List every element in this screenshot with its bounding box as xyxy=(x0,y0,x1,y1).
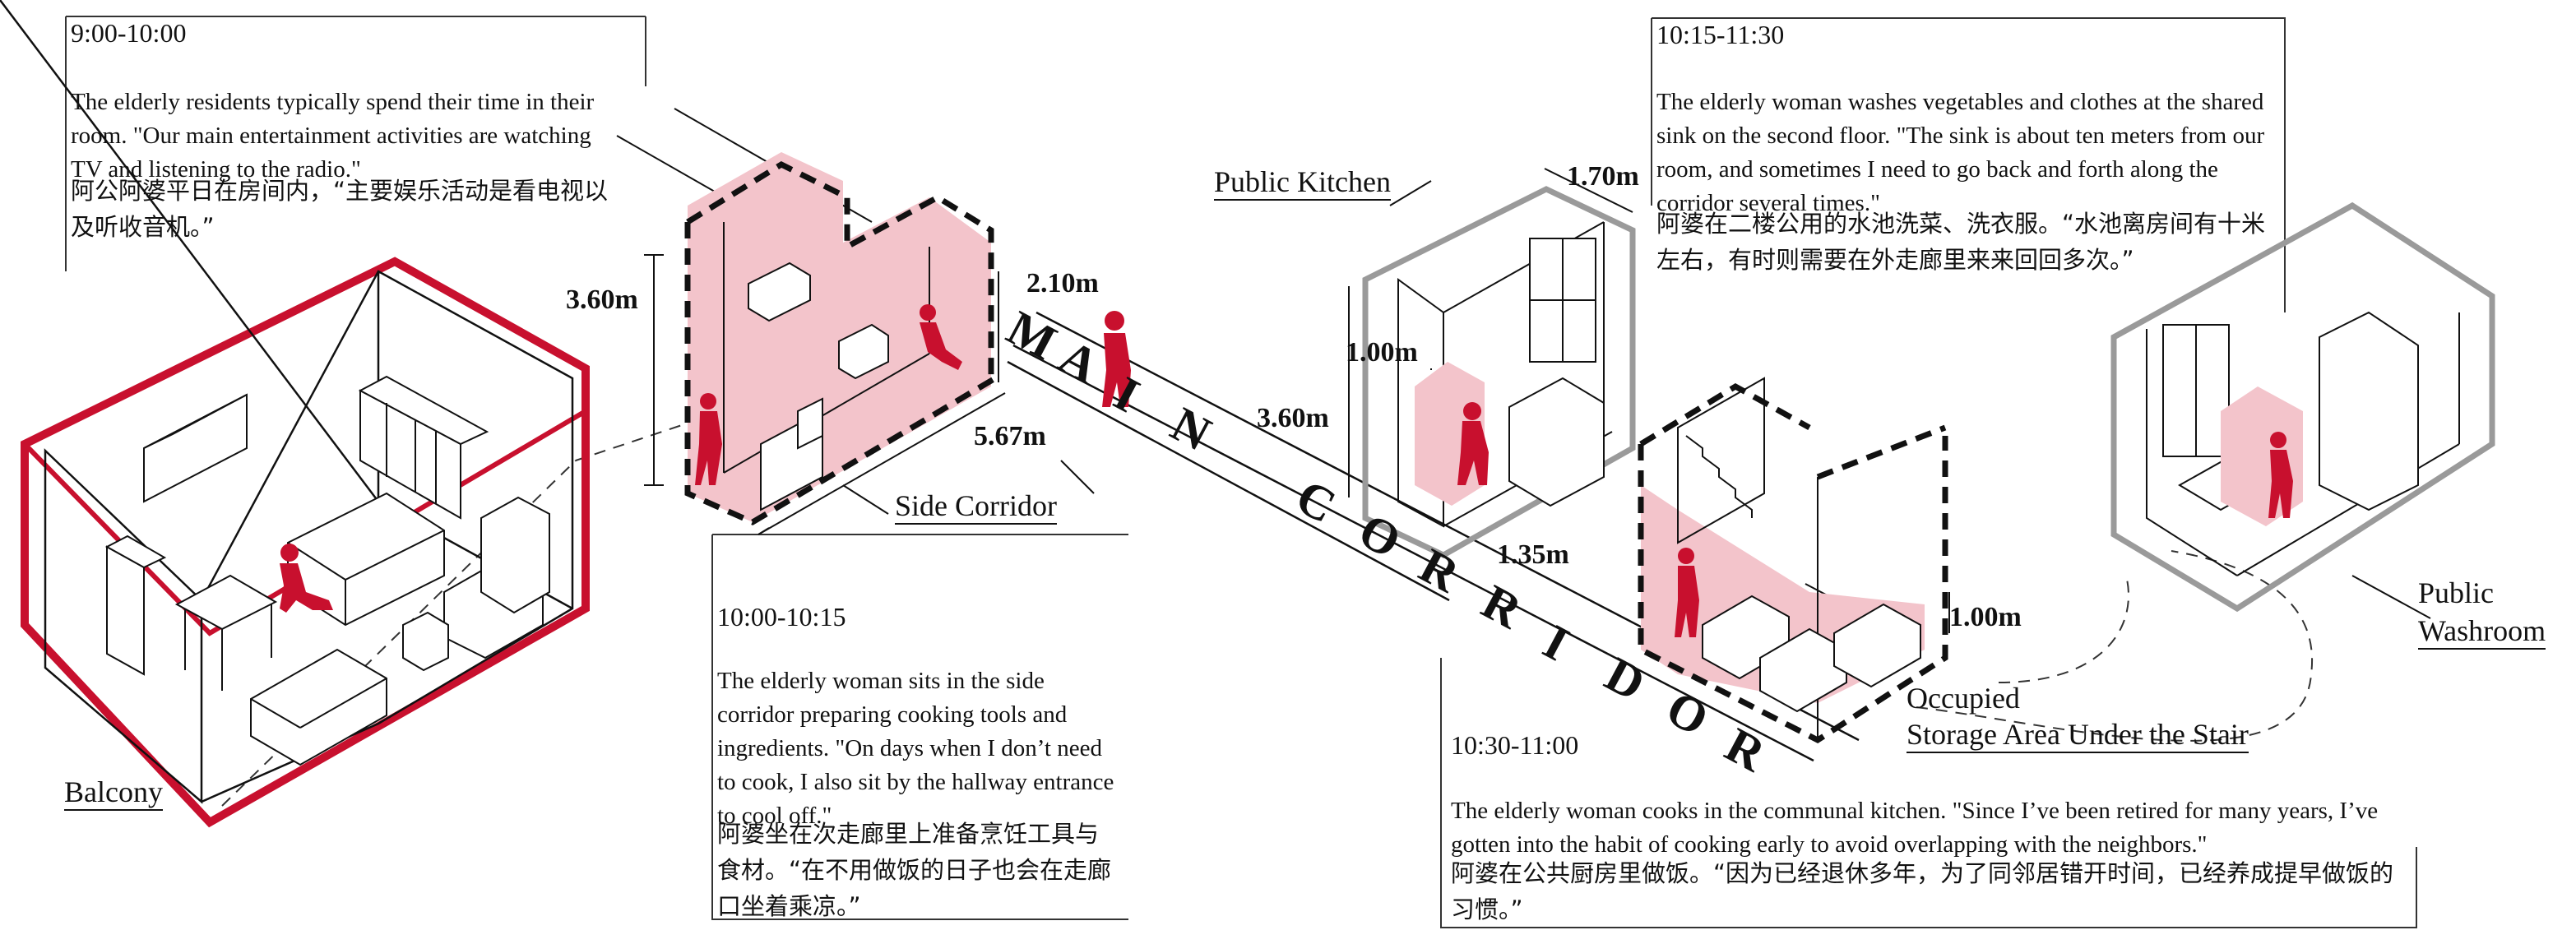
balcony-label: Balcony xyxy=(64,775,163,811)
dim-stair-height: 1.00m xyxy=(1949,602,2022,632)
sink-time: 10:15-11:30 xyxy=(1656,20,1785,49)
occupied-label: Occupied xyxy=(1907,682,2020,715)
resident-figure xyxy=(280,544,333,613)
dim-side-height: 2.10m xyxy=(1026,268,1099,298)
side-corridor-block xyxy=(684,152,1006,535)
side-corridor-figures xyxy=(695,304,962,485)
bedroom-room xyxy=(0,0,664,828)
sink-text-zh: 阿婆在二楼公用的水池洗菜、洗衣服。“水池离房间有十米左右，有时则需要在外走廊里来… xyxy=(1656,210,2266,274)
dim-kitchen-counter: 1.00m xyxy=(1346,337,1418,368)
dim-kitchen-depth: 1.35m xyxy=(1497,539,1569,570)
kitchen-cook-figure xyxy=(1457,402,1489,485)
storage-figure xyxy=(1675,548,1699,637)
sink-text-en: The elderly woman washes vegetables and … xyxy=(1656,89,2265,216)
annotation-frames xyxy=(65,16,2417,928)
kitchen-text-zh: 阿婆在公共厨房里做饭。“因为已经退休多年，为了同邻居错开时间，已经养成提早做饭的… xyxy=(1451,859,2394,923)
kitchen-time: 10:30-11:00 xyxy=(1451,730,1579,760)
dim-room-height: 3.60m xyxy=(566,285,638,315)
dim-kitchen-height: 3.60m xyxy=(1257,403,1329,433)
side-corridor-text-zh: 阿婆坐在次走廊里上准备烹饪工具与食材。“在不用做饭的日子也会在走廊口坐着乘凉。” xyxy=(717,820,1112,920)
room-text-zh: 阿公阿婆平日在房间内，“主要娱乐活动是看电视以及听收音机。” xyxy=(71,177,609,241)
public-kitchen-block xyxy=(1348,168,1636,558)
side-corridor-time: 10:00-10:15 xyxy=(717,602,846,632)
public-label: Public xyxy=(2418,576,2495,609)
stair-storage-block xyxy=(1638,377,1950,744)
storage-label: Storage Area Under the Stair xyxy=(1907,717,2249,753)
dim-kitchen-width: 1.70m xyxy=(1567,161,1639,192)
washroom-figure xyxy=(2268,432,2293,518)
side-corridor-text-en: The elderly woman sits in the side corri… xyxy=(717,668,1114,829)
dim-side-length: 5.67m xyxy=(974,421,1046,451)
corridor-walker-figure xyxy=(1102,311,1131,407)
side-corridor-label: Side Corridor xyxy=(895,488,1057,525)
washroom-label: Washroom xyxy=(2418,613,2546,650)
public-washroom-block xyxy=(2110,201,2495,613)
room-time: 9:00-10:00 xyxy=(71,18,187,48)
room-text-en: The elderly residents typically spend th… xyxy=(71,89,595,183)
public-kitchen-label: Public Kitchen xyxy=(1214,164,1391,201)
kitchen-text-en: The elderly woman cooks in the communal … xyxy=(1451,798,2379,858)
